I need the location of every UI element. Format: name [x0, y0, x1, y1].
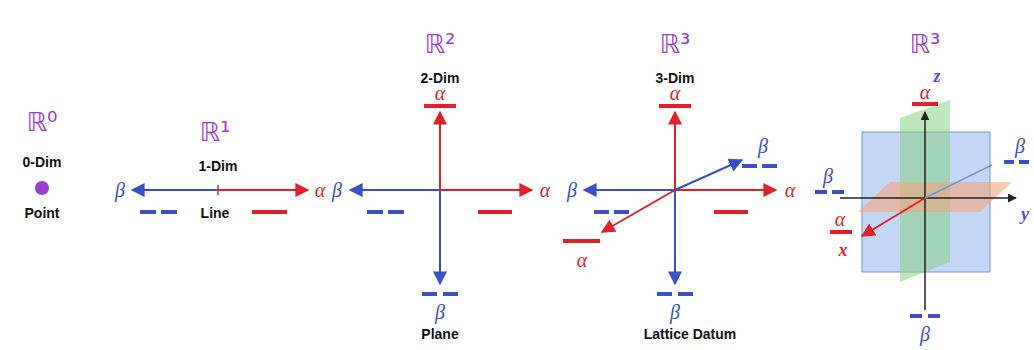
space-symbol: ℝ²	[424, 31, 455, 57]
point-dot	[35, 181, 49, 195]
datum-label: Lattice Datum	[644, 327, 737, 341]
axis-alpha: α	[670, 83, 681, 103]
lattice-planes	[815, 100, 1029, 316]
plane-axes	[350, 106, 532, 294]
axis-alpha: α	[577, 250, 588, 270]
dimension-label: 0-Dim	[23, 155, 62, 169]
axis-beta: β	[567, 180, 577, 200]
axis-beta: β	[1015, 136, 1025, 156]
axis-beta: β	[115, 180, 125, 200]
axis-beta: β	[332, 180, 342, 200]
axis-alpha: α	[835, 209, 846, 229]
axis-alpha: α	[435, 83, 446, 103]
axis-name: y	[1021, 205, 1029, 223]
space-symbol: ℝ³	[909, 31, 940, 57]
space-axes	[563, 106, 777, 294]
axis-beta: β	[758, 136, 768, 156]
axis-alpha: α	[785, 180, 796, 200]
point-label: Point	[25, 206, 60, 220]
space-symbol: ℝ³	[659, 31, 690, 57]
axis-beta: β	[920, 324, 930, 344]
axis-beta: β	[435, 302, 445, 322]
plane-label: Plane	[421, 327, 458, 341]
axis-name: z	[933, 67, 940, 85]
axis-name: x	[839, 241, 848, 259]
axis-beta: β	[823, 166, 833, 186]
axis-alpha: α	[920, 82, 931, 102]
space-symbol: ℝ¹	[199, 119, 230, 145]
space-symbol: ℝ⁰	[26, 109, 57, 135]
axis-alpha: α	[315, 180, 326, 200]
axis-beta: β	[670, 302, 680, 322]
axis-alpha: α	[540, 180, 551, 200]
line-label: Line	[201, 206, 230, 220]
dimension-label: 1-Dim	[199, 159, 238, 173]
